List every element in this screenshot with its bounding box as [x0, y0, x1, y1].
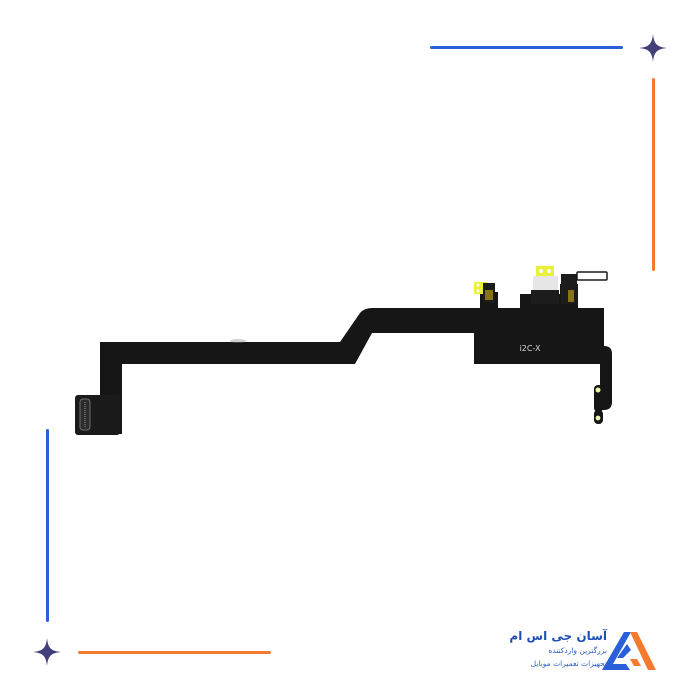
top-blue-line: [430, 46, 623, 49]
left-blue-line: [46, 429, 49, 622]
star-icon: [33, 638, 61, 666]
brand-name: آسان جی اس ام: [509, 629, 607, 643]
brand-logo-icon: [602, 632, 656, 670]
brand-tagline-1: بزرگترین واردکننده: [548, 646, 607, 655]
board-label: i2C-X: [520, 344, 541, 353]
right-orange-line: [652, 78, 655, 271]
bottom-orange-line: [78, 651, 271, 654]
brand-text: آسان جی اس ام بزرگترین واردکننده تجهیزات…: [509, 628, 607, 670]
brand-logo[interactable]: آسان جی اس ام بزرگترین واردکننده تجهیزات…: [509, 628, 665, 674]
star-icon: [639, 34, 667, 62]
brand-tagline-2: تجهیزات تعمیرات موبایل: [530, 659, 607, 668]
sensor-board: [474, 308, 604, 364]
